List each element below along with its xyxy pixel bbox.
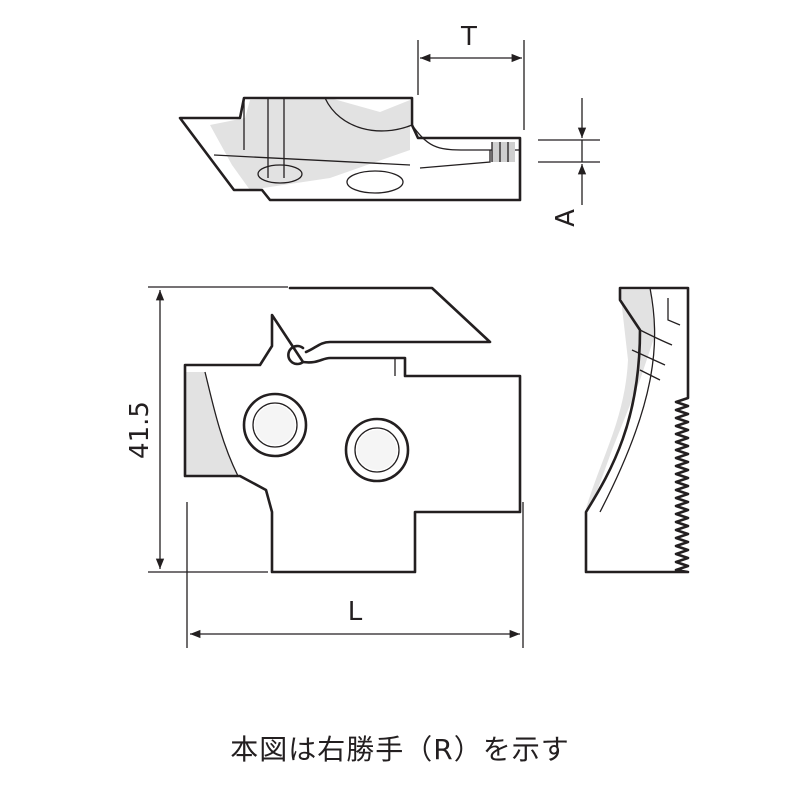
side-view-outline [584,286,690,574]
dimension-height: 41.5 [125,286,288,573]
dimension-a-label: A [551,209,581,227]
dimension-l: L [186,502,524,648]
dimension-t-label: T [460,22,477,52]
dimension-a: A [538,98,600,227]
side-view [584,286,690,574]
top-view-outline [178,96,522,202]
top-view [178,96,522,202]
front-view-hole-right [344,417,410,483]
caption: 本図は右勝手（R）を示す [230,733,570,766]
dimension-t: T [417,22,525,130]
top-view-hole-left [257,164,303,184]
front-view [183,286,522,574]
dimension-l-label: L [348,597,363,627]
front-view-hole-left [242,392,308,458]
dimension-height-label: 41.5 [125,401,155,459]
top-view-hole-right [346,170,404,194]
